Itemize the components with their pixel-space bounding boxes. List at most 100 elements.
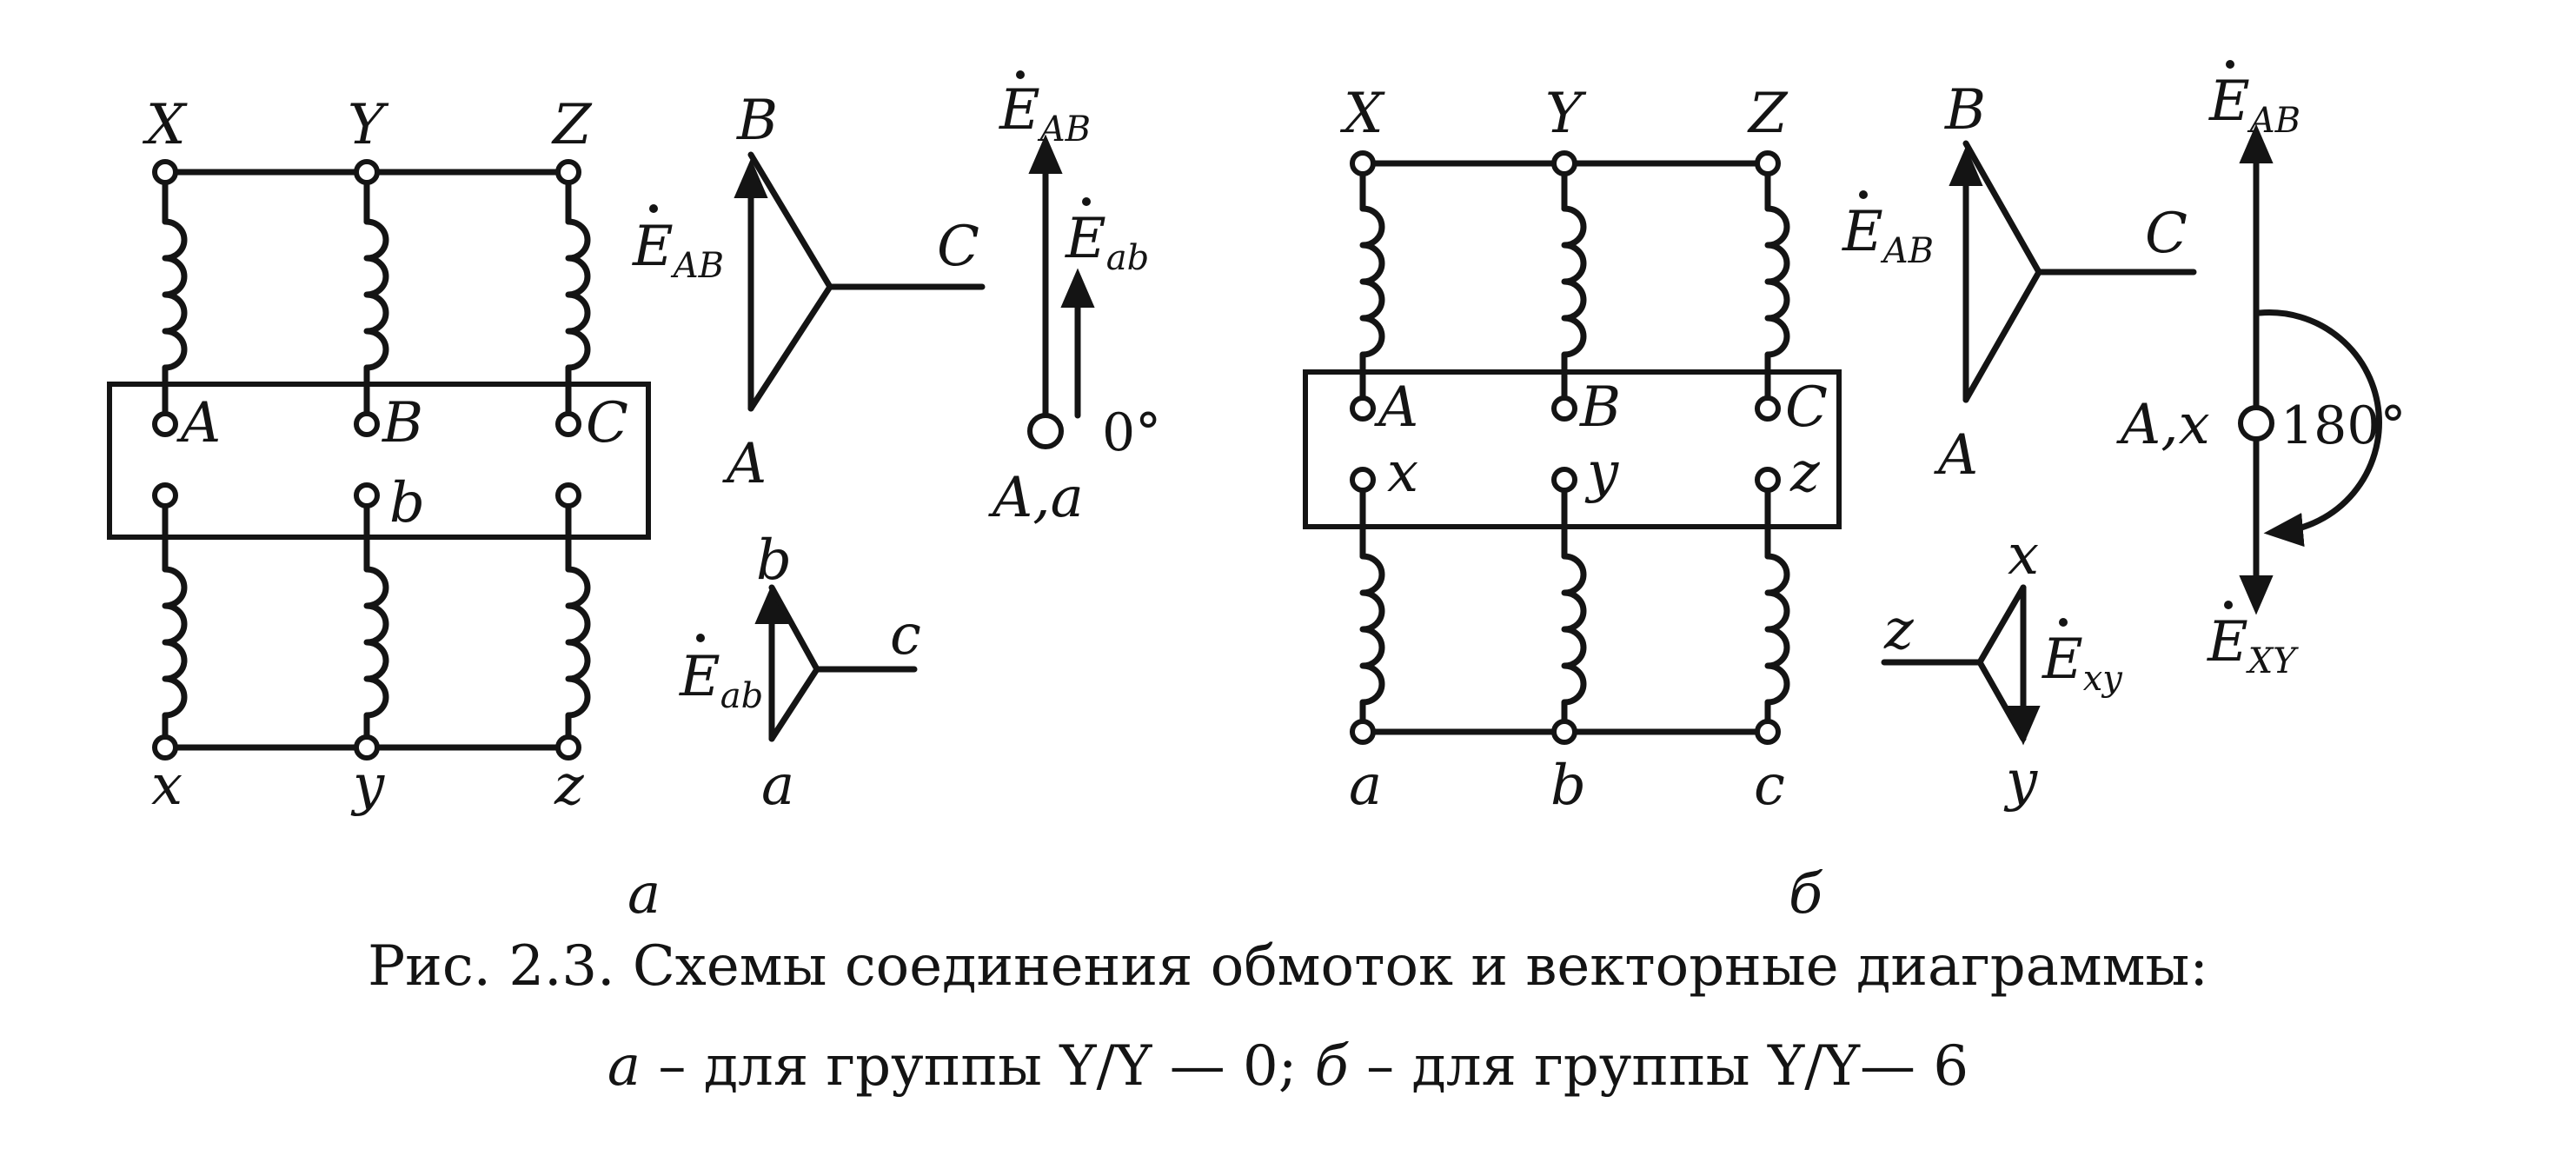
panel-a-lv-star: b a c Eab (679, 528, 921, 818)
panel-a-phasor-origin (1027, 413, 1064, 449)
panel-b-node-x-tap (1350, 467, 1376, 493)
panel-a-label-C: C (586, 391, 628, 455)
panel-b-label-X: X (1339, 82, 1385, 146)
panel-b-node-C (1755, 395, 1781, 422)
panel-a-lv-emf-dot (696, 634, 705, 642)
panel-b-node-a (1350, 719, 1376, 745)
panel-a-terminal-box (107, 382, 651, 540)
panel-b-label-C: C (1785, 375, 1828, 440)
panel-a-label-Z: Z (551, 93, 593, 157)
panel-a-hv-star: B A C EAB (632, 89, 986, 496)
panel-b-phasor-bottom-label: EXY (2207, 610, 2299, 681)
figure-caption-line1: Рис. 2.3. Схемы соединения обмоток и век… (368, 934, 2208, 999)
panel-a-coil-z-upper (565, 218, 591, 371)
panel-b-label-Z: Z (1747, 82, 1789, 146)
panel-b-node-B (1551, 395, 1577, 422)
panel-a-node-c-tap (555, 482, 581, 508)
panel-b-node-c (1755, 719, 1781, 745)
panel-b-node-b (1551, 719, 1577, 745)
panel-a-phasor-angle: 0° (1102, 402, 1161, 463)
panel-b-coil-x-upper (1359, 205, 1385, 358)
panel-b-label-x-tap: x (1387, 441, 1418, 505)
panel-b-coil-y-upper (1561, 205, 1587, 358)
panel-b-label-A: A (1374, 375, 1418, 440)
panel-b-node-y-tap (1551, 467, 1577, 493)
panel-a-schematic: X Y Z A B C b x y z (107, 93, 651, 818)
panel-a-node-C (555, 411, 581, 437)
caption-a-marker: а (607, 1034, 641, 1099)
panel-a-lv-c: c (890, 603, 921, 668)
panel-a-coil-y-upper (363, 218, 389, 371)
panel-b-phasor: EAB EXY 180° A,x (2116, 60, 2407, 681)
caption-b-text: – для группы Y/Y— 6 (1348, 1034, 1969, 1099)
panel-b-node-A (1350, 395, 1376, 422)
panel-a-label-B: B (382, 391, 423, 455)
panel-a-node-y (354, 734, 380, 761)
panel-b-coil-x-lower (1359, 553, 1385, 706)
panel-b-node-z-tap (1755, 467, 1781, 493)
panel-a-star-C: C (937, 215, 979, 279)
panel-b-label-Y: Y (1545, 82, 1587, 146)
panel-b-phasor-origin-label: A,x (2116, 393, 2210, 457)
panel-b-lv-star: x y z Exy (1881, 523, 2123, 814)
panel-b-coil-y-lower (1561, 553, 1587, 706)
panel-b-lv-z: z (1883, 598, 1915, 662)
panel-a-node-X (152, 159, 178, 185)
panel-b-phasor-origin (2238, 405, 2274, 442)
panel-b-lv-x: x (2008, 523, 2039, 588)
panel-a-label-X: X (142, 93, 188, 157)
panel-b-phasor-angle-arc (2256, 309, 2382, 548)
panel-a-star-B: B (736, 89, 778, 153)
panel-a-title: а (627, 862, 661, 927)
panel-b-lv-emf-label: Exy (2042, 628, 2123, 699)
caption-b-marker: б (1314, 1034, 1349, 1099)
panel-b-lv-y: y (2003, 749, 2038, 814)
figure-caption-line2: а – для группы Y/Y — 0; б – для группы Y… (0, 1034, 2576, 1099)
panel-a-phasor-top-label: EAB (999, 78, 1091, 149)
panel-b-hv-star: B A C EAB (1842, 78, 2197, 488)
panel-b-terminal-box (1303, 369, 1842, 529)
panel-b-schematic: X Y Z A B C x y z a b c (1303, 82, 1842, 818)
panel-a-node-x (152, 734, 178, 761)
panel-b-label-b: b (1550, 754, 1586, 818)
panel-b-coil-z-upper (1764, 205, 1790, 358)
panel-b-coil-z-lower (1764, 553, 1790, 706)
panel-b-star-B: B (1944, 78, 1986, 143)
panel-b-label-z-tap: z (1789, 441, 1821, 505)
panel-a-coil-y-lower (363, 566, 389, 719)
panel-a-star-emf-label: EAB (632, 215, 724, 286)
panel-a-lv-b: b (756, 528, 792, 593)
panel-b-star-emf-label: EAB (1842, 200, 1934, 271)
panel-a-phasor: EAB Eab 0° A,a (988, 70, 1161, 530)
panel-b-node-Y (1551, 150, 1577, 176)
panel-a-star-emf-dot (649, 204, 658, 213)
panel-a-node-a-tap (152, 482, 178, 508)
panel-a-node-Y (354, 159, 380, 185)
panel-b-star-A: A (1934, 423, 1978, 488)
panel-a-lv-emf-label: Eab (679, 645, 763, 716)
panel-b-phasor-angle: 180° (2281, 395, 2407, 456)
panel-b-node-Z (1755, 150, 1781, 176)
panel-a-label-x: x (151, 754, 183, 818)
panel-b-phasor-top-label: EAB (2208, 70, 2300, 141)
panel-a-node-Z (555, 159, 581, 185)
panel-a-node-B (354, 411, 380, 437)
panel-a-phasor-origin-label: A,a (988, 466, 1084, 530)
panel-a-coil-x-upper (162, 218, 188, 371)
panel-b-label-c: c (1754, 754, 1785, 818)
panel-a-phasor-mid-label: Eab (1065, 207, 1149, 278)
panel-a-label-Y: Y (348, 93, 389, 157)
panel-a-node-A (152, 411, 178, 437)
panel-b-label-y-tap: y (1584, 441, 1619, 505)
panel-a-label-y: y (350, 754, 385, 818)
panel-a-star-A: A (722, 432, 767, 496)
panel-a-node-z (555, 734, 581, 761)
panel-b-star-C: C (2145, 202, 2188, 266)
panel-b-node-X (1350, 150, 1376, 176)
panel-a-lv-a: a (761, 754, 794, 818)
panel-a-coil-z-lower (565, 566, 591, 719)
panel-b-label-a: a (1349, 754, 1382, 818)
panel-a-label-z: z (554, 754, 585, 818)
panel-a-node-b-tap (354, 482, 380, 508)
